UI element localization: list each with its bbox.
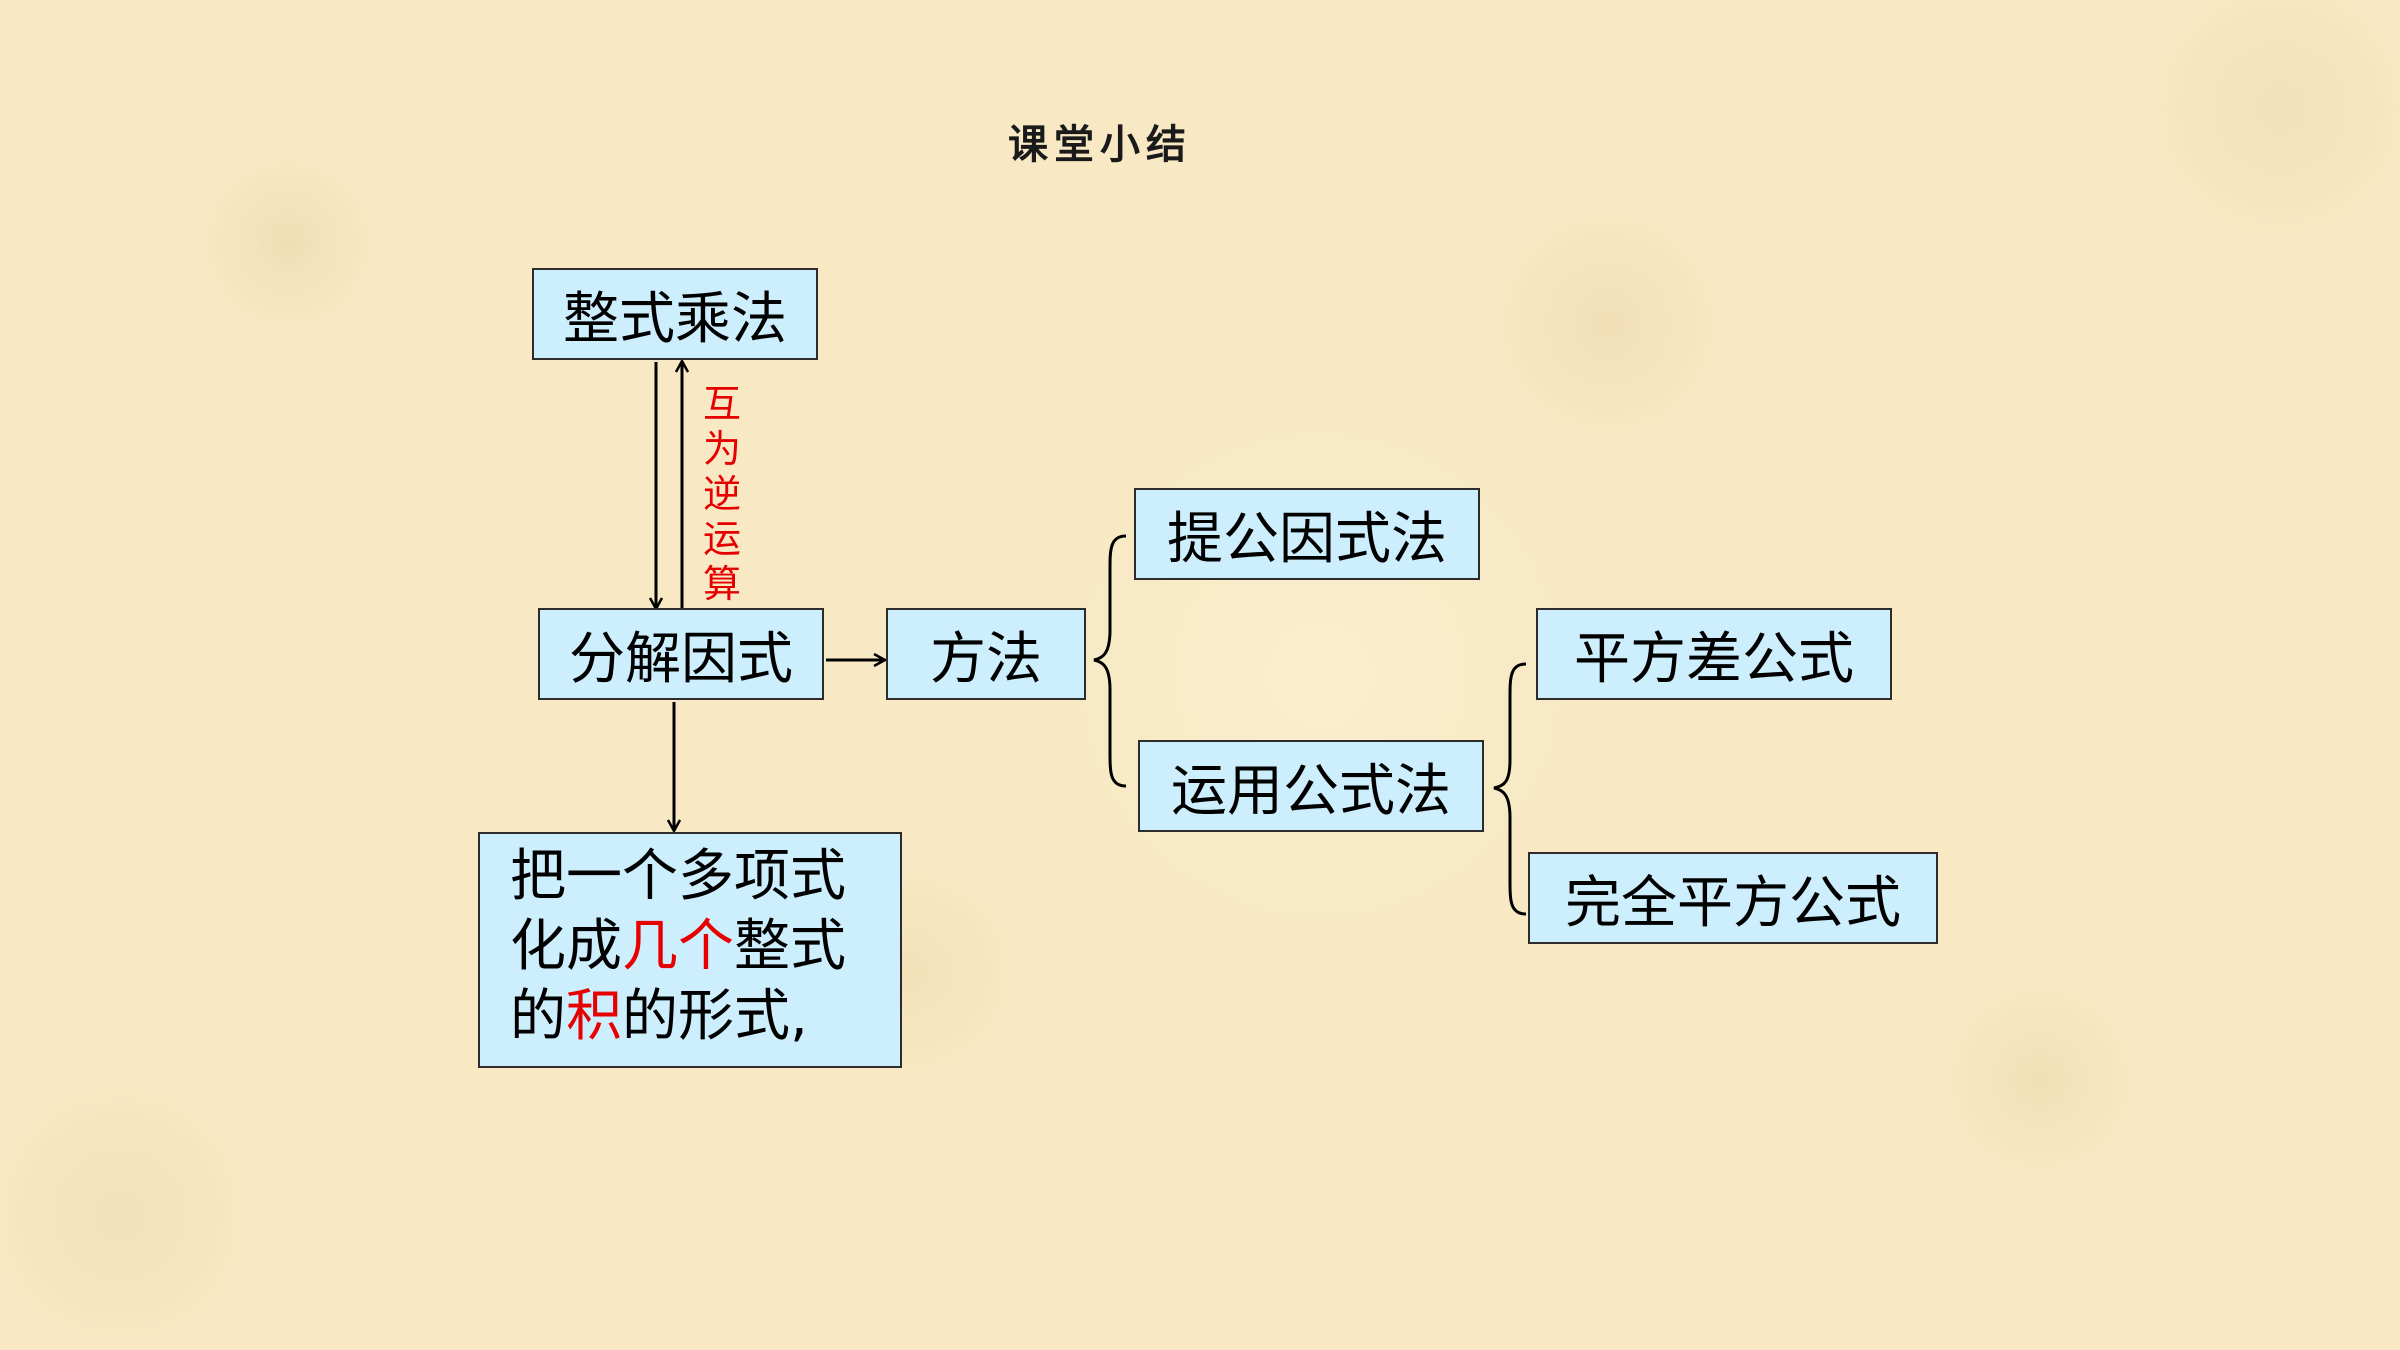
extract-common-factor-box: 提公因式法: [1134, 488, 1480, 580]
formula-method-box: 运用公式法: [1138, 740, 1484, 832]
inverse-operation-label: 互 为 逆 运 算: [700, 382, 744, 607]
inverse-label-char: 算: [702, 562, 741, 606]
highlight-several: 几个: [622, 914, 734, 979]
definition-line-3: 的积的形式,: [510, 984, 808, 1049]
definition-box: 把一个多项式 化成几个整式 的积的形式,: [478, 832, 902, 1068]
factorization-label: 分解因式: [569, 626, 793, 692]
perfect-square-label: 完全平方公式: [1565, 870, 1901, 936]
extract-common-factor-label: 提公因式法: [1167, 506, 1447, 572]
integral-multiplication-label: 整式乘法: [563, 286, 787, 352]
difference-of-squares-box: 平方差公式: [1536, 608, 1892, 700]
highlight-product: 积: [566, 984, 622, 1049]
page-title: 课堂小结: [1008, 122, 1192, 168]
formula-method-label: 运用公式法: [1171, 758, 1451, 824]
definition-line-2: 化成几个整式: [510, 914, 846, 979]
factorization-box: 分解因式: [538, 608, 824, 700]
inverse-label-char: 逆: [702, 472, 741, 516]
difference-of-squares-label: 平方差公式: [1574, 626, 1854, 692]
inverse-label-char: 互: [702, 382, 741, 426]
brace-formula: [1493, 662, 1527, 916]
method-box: 方法: [886, 608, 1086, 700]
definition-line-1: 把一个多项式: [510, 844, 846, 909]
perfect-square-box: 完全平方公式: [1528, 852, 1938, 944]
inverse-label-char: 为: [702, 427, 741, 471]
integral-multiplication-box: 整式乘法: [532, 268, 818, 360]
method-label: 方法: [930, 626, 1042, 692]
brace-method: [1093, 534, 1127, 788]
inverse-label-char: 运: [702, 517, 741, 561]
